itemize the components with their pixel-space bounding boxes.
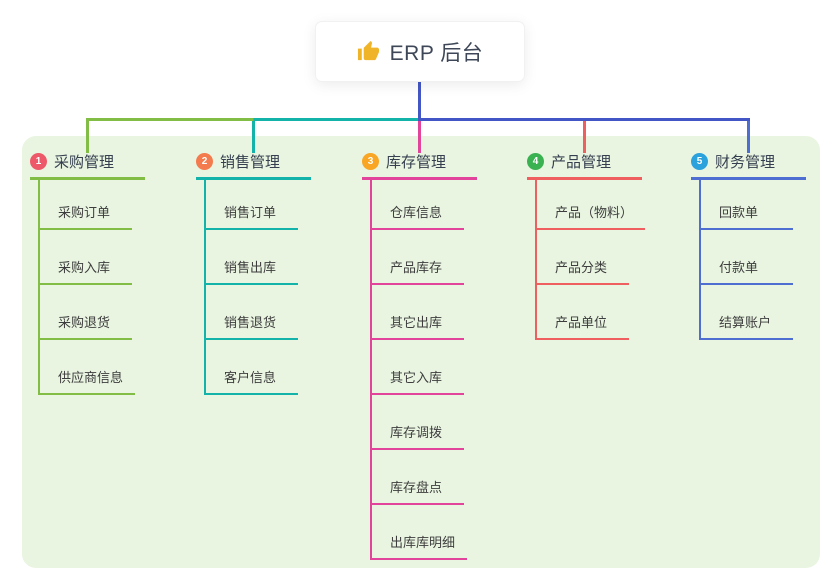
- branch-column-3: 3 库存管理仓库信息产品库存其它出库其它入库库存调拨库存盘点出库库明细: [362, 151, 477, 560]
- leaf-node[interactable]: 出库库明细: [372, 505, 468, 560]
- leaf-node[interactable]: 产品库存: [372, 230, 464, 285]
- branch-column-4: 4 产品管理产品（物料）产品分类产品单位: [527, 151, 646, 340]
- branch-item-list: 仓库信息产品库存其它出库其它入库库存调拨库存盘点出库库明细: [370, 180, 477, 560]
- branch-number-badge: 3: [362, 153, 379, 170]
- leaf-node[interactable]: 销售订单: [206, 180, 298, 230]
- leaf-node[interactable]: 产品单位: [537, 285, 629, 340]
- leaf-node[interactable]: 库存调拨: [372, 395, 464, 450]
- branch-number-badge: 1: [30, 153, 47, 170]
- branch-node-5[interactable]: 5 财务管理: [691, 151, 806, 180]
- leaf-node[interactable]: 产品（物料）: [537, 180, 646, 230]
- thumbs-up-icon: [357, 40, 380, 63]
- branch-column-1: 1 采购管理采购订单采购入库采购退货供应商信息: [30, 151, 145, 395]
- branch-node-1[interactable]: 1 采购管理: [30, 151, 145, 180]
- leaf-node[interactable]: 供应商信息: [40, 340, 136, 395]
- leaf-node[interactable]: 产品分类: [537, 230, 629, 285]
- branch-node-4[interactable]: 4 产品管理: [527, 151, 642, 180]
- branch-title: 产品管理: [551, 154, 612, 171]
- branch-number-badge: 4: [527, 153, 544, 170]
- leaf-node[interactable]: 结算账户: [701, 285, 793, 340]
- leaf-node[interactable]: 库存盘点: [372, 450, 464, 505]
- branch-item-list: 销售订单销售出库销售退货客户信息: [204, 180, 311, 395]
- leaf-node[interactable]: 回款单: [701, 180, 793, 230]
- branch-title: 销售管理: [220, 154, 281, 171]
- branch-column-2: 2 销售管理销售订单销售出库销售退货客户信息: [196, 151, 311, 395]
- branch-title: 库存管理: [386, 154, 447, 171]
- branch-title: 财务管理: [715, 154, 776, 171]
- leaf-node[interactable]: 付款单: [701, 230, 793, 285]
- branch-item-list: 采购订单采购入库采购退货供应商信息: [38, 180, 145, 395]
- leaf-node[interactable]: 客户信息: [206, 340, 298, 395]
- leaf-node[interactable]: 销售出库: [206, 230, 298, 285]
- branch-column-5: 5 财务管理回款单付款单结算账户: [691, 151, 806, 340]
- mindmap-background-panel: [22, 136, 820, 568]
- branch-number-badge: 5: [691, 153, 708, 170]
- branch-title: 采购管理: [54, 154, 115, 171]
- leaf-node[interactable]: 仓库信息: [372, 180, 464, 230]
- branch-node-3[interactable]: 3 库存管理: [362, 151, 477, 180]
- leaf-node[interactable]: 采购入库: [40, 230, 132, 285]
- root-node-label: ERP 后台: [389, 41, 484, 65]
- branch-item-list: 回款单付款单结算账户: [699, 180, 806, 340]
- branch-item-list: 产品（物料）产品分类产品单位: [535, 180, 646, 340]
- root-node[interactable]: ERP 后台: [315, 21, 525, 82]
- branch-number-badge: 2: [196, 153, 213, 170]
- leaf-node[interactable]: 其它出库: [372, 285, 464, 340]
- branch-node-2[interactable]: 2 销售管理: [196, 151, 311, 180]
- leaf-node[interactable]: 其它入库: [372, 340, 464, 395]
- leaf-node[interactable]: 销售退货: [206, 285, 298, 340]
- leaf-node[interactable]: 采购订单: [40, 180, 132, 230]
- leaf-node[interactable]: 采购退货: [40, 285, 132, 340]
